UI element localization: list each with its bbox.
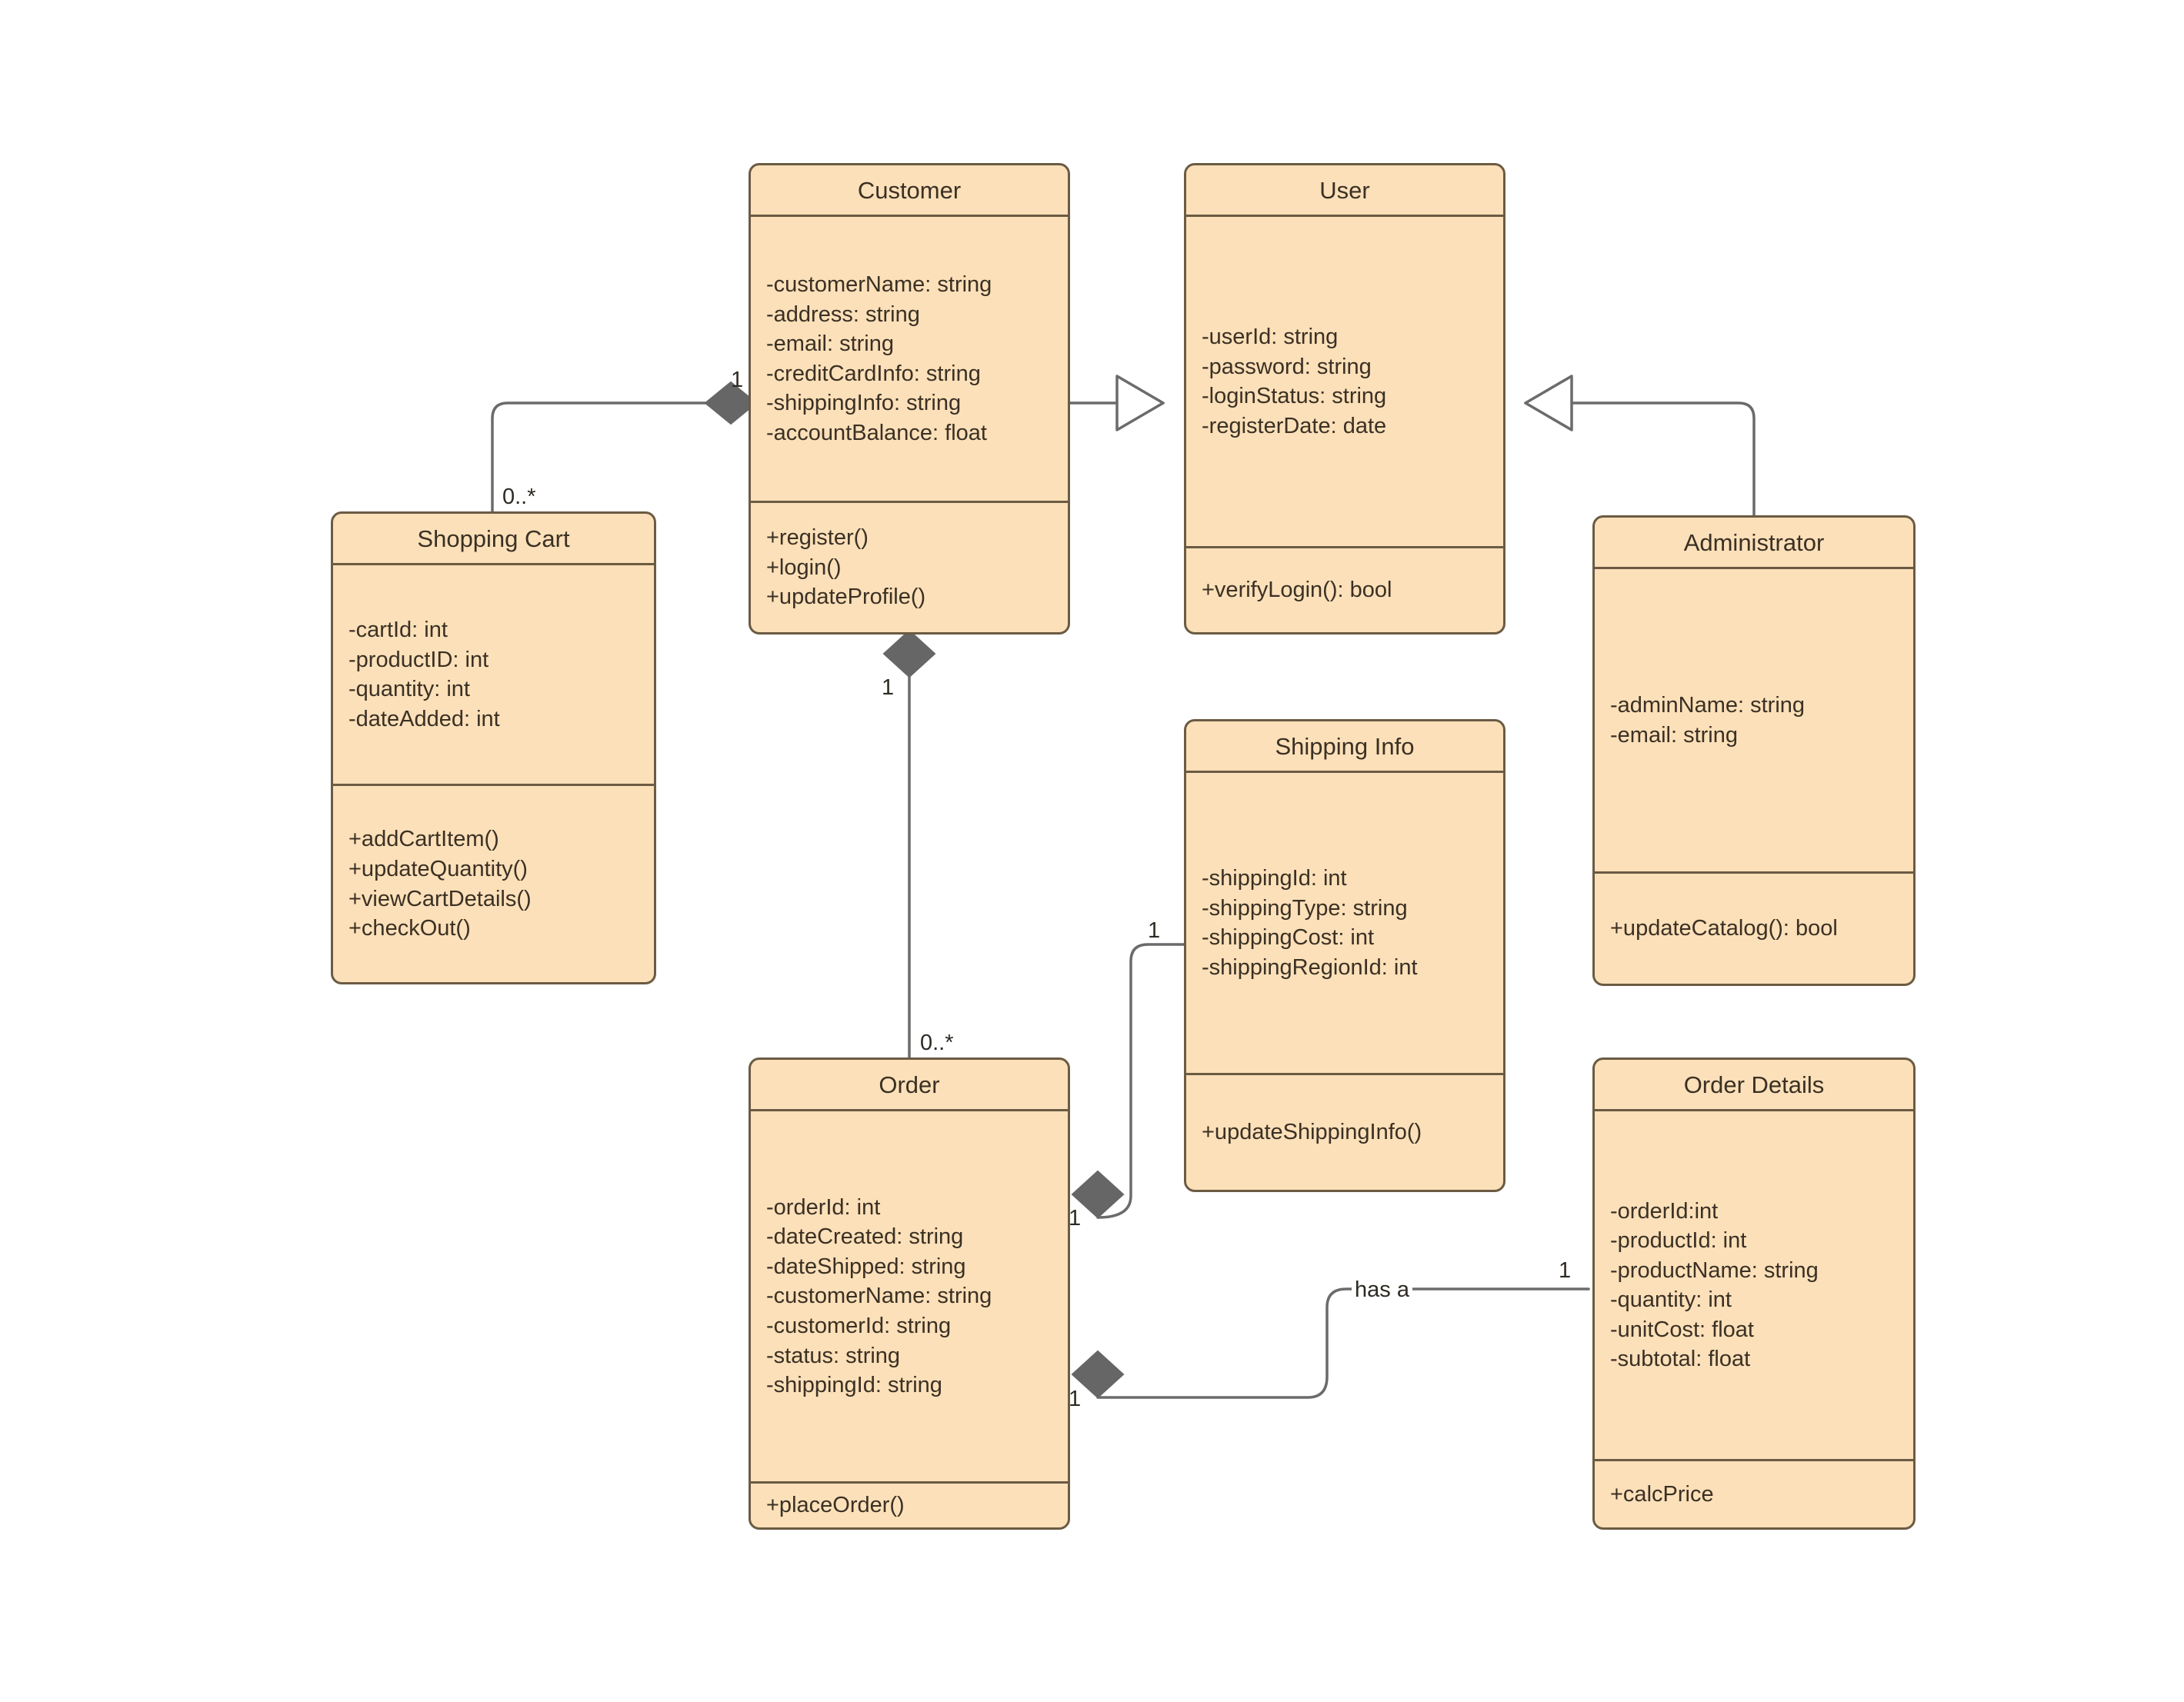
attribute: -shippingCost: int <box>1202 925 1375 951</box>
operation: +viewCartDetails() <box>348 886 532 911</box>
class-title-shopping-cart: Shopping Cart <box>333 514 654 566</box>
attribute: -customerName: string <box>766 272 992 297</box>
class-operations-administrator: +updateCatalog(): bool <box>1595 874 1913 984</box>
attribute: -shippingId: int <box>1202 866 1347 891</box>
attribute: -shippingId: string <box>766 1373 942 1398</box>
multiplicity-order-shipping-source: 1 <box>1069 1206 1082 1231</box>
attribute: -quantity: int <box>1610 1287 1732 1313</box>
operation: +updateCatalog(): bool <box>1610 916 1838 941</box>
edge-label-has-a: has a <box>1352 1279 1412 1301</box>
class-box-shipping-info[interactable]: Shipping Info -shippingId: int -shipping… <box>1184 719 1505 1192</box>
class-title-shipping-info: Shipping Info <box>1186 721 1503 774</box>
attribute: -productId: int <box>1610 1228 1747 1254</box>
class-box-order-details[interactable]: Order Details -orderId:int -productId: i… <box>1592 1058 1916 1530</box>
attribute: -cartId: int <box>348 618 448 643</box>
attribute: -email: string <box>1610 722 1738 748</box>
class-box-user[interactable]: User -userId: string -password: string -… <box>1184 163 1505 635</box>
multiplicity-customer-order-target: 0..* <box>920 1031 954 1055</box>
attribute: -customerName: string <box>766 1284 992 1309</box>
attribute: -adminName: string <box>1610 693 1806 718</box>
attribute: -unitCost: float <box>1610 1317 1754 1342</box>
operation: +calcPrice <box>1610 1481 1714 1507</box>
attribute: -accountBalance: float <box>766 420 987 445</box>
class-box-customer[interactable]: Customer -customerName: string -address:… <box>749 163 1070 635</box>
operation: +login() <box>766 555 842 580</box>
class-operations-order: +placeOrder() <box>751 1484 1068 1527</box>
class-operations-order-details: +calcPrice <box>1595 1461 1913 1527</box>
class-title-order: Order <box>751 1060 1068 1112</box>
connector-order-shippinginfo <box>1096 943 1186 1219</box>
multiplicity-order-shipping-target: 1 <box>1148 918 1161 943</box>
class-attributes-order-details: -orderId:int -productId: int -productNam… <box>1595 1111 1913 1462</box>
triangle-generalization-administrator-user <box>1524 375 1573 431</box>
class-title-user: User <box>1186 165 1503 218</box>
operation: +updateShippingInfo() <box>1202 1120 1422 1145</box>
operation: +register() <box>766 525 869 551</box>
multiplicity-customer-cart-target: 0..* <box>502 485 536 509</box>
class-operations-shopping-cart: +addCartItem() +updateQuantity() +viewCa… <box>333 786 654 982</box>
class-attributes-order: -orderId: int -dateCreated: string -date… <box>751 1111 1068 1484</box>
attribute: -registerDate: date <box>1202 413 1387 438</box>
attribute: -dateShipped: string <box>766 1254 966 1279</box>
class-attributes-shopping-cart: -cartId: int -productID: int -quantity: … <box>333 565 654 787</box>
operation: +updateQuantity() <box>348 857 528 882</box>
class-attributes-customer: -customerName: string -address: string -… <box>751 217 1068 504</box>
class-operations-user: +verifyLogin(): bool <box>1186 548 1503 632</box>
attribute: -status: string <box>766 1343 901 1368</box>
class-operations-shipping-info: +updateShippingInfo() <box>1186 1075 1503 1190</box>
operation: +verifyLogin(): bool <box>1202 578 1392 603</box>
attribute: -loginStatus: string <box>1202 384 1387 409</box>
multiplicity-customer-order-source: 1 <box>882 675 895 700</box>
class-attributes-user: -userId: string -password: string -login… <box>1186 217 1503 549</box>
multiplicity-order-details-target: 1 <box>1559 1258 1572 1283</box>
attribute: -orderId: int <box>766 1194 881 1220</box>
class-attributes-shipping-info: -shippingId: int -shippingType: string -… <box>1186 773 1503 1076</box>
attribute: -quantity: int <box>348 677 470 702</box>
class-title-administrator: Administrator <box>1595 518 1913 570</box>
attribute: -dateAdded: int <box>348 706 500 731</box>
connector-order-orderdetails <box>1096 1287 1590 1399</box>
attribute: -creditCardInfo: string <box>766 361 981 386</box>
class-title-order-details: Order Details <box>1595 1060 1913 1112</box>
operation: +checkOut() <box>348 916 471 941</box>
attribute: -shippingRegionId: int <box>1202 954 1418 980</box>
operation: +placeOrder() <box>766 1493 905 1518</box>
diamond-customer-order <box>882 629 936 678</box>
multiplicity-customer-cart-source: 1 <box>731 368 744 392</box>
attribute: -email: string <box>766 331 894 357</box>
class-attributes-administrator: -adminName: string -email: string <box>1595 569 1913 874</box>
attribute: -shippingInfo: string <box>766 391 962 416</box>
class-box-shopping-cart[interactable]: Shopping Cart -cartId: int -productID: i… <box>331 511 656 984</box>
attribute: -shippingType: string <box>1202 895 1408 921</box>
attribute: -userId: string <box>1202 325 1339 350</box>
attribute: -dateCreated: string <box>766 1224 964 1250</box>
attribute: -orderId:int <box>1610 1198 1719 1224</box>
operation: +addCartItem() <box>348 827 499 852</box>
attribute: -customerId: string <box>766 1313 952 1338</box>
multiplicity-order-details-source: 1 <box>1069 1387 1082 1411</box>
class-box-order[interactable]: Order -orderId: int -dateCreated: string… <box>749 1058 1070 1530</box>
class-operations-customer: +register() +login() +updateProfile() <box>751 503 1068 632</box>
connector-administrator-user <box>1524 401 1756 518</box>
attribute: -password: string <box>1202 354 1372 379</box>
class-title-customer: Customer <box>751 165 1068 218</box>
attribute: -subtotal: float <box>1610 1347 1751 1372</box>
attribute: -productName: string <box>1610 1257 1819 1283</box>
attribute: -address: string <box>766 301 920 327</box>
class-box-administrator[interactable]: Administrator -adminName: string -email:… <box>1592 515 1916 986</box>
triangle-generalization-customer-user <box>1115 375 1165 431</box>
operation: +updateProfile() <box>766 585 926 610</box>
attribute: -productID: int <box>348 647 489 672</box>
